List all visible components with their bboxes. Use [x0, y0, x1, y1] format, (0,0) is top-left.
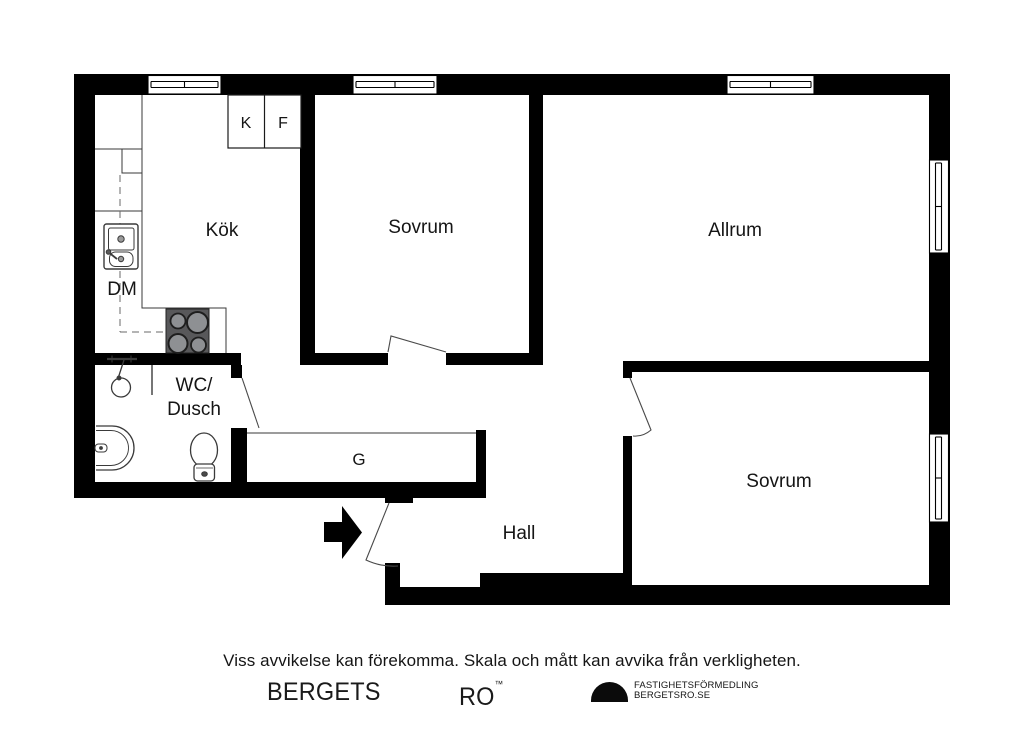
stove-burner [186, 311, 209, 334]
bathroom-fixtures [94, 355, 219, 482]
stove-burner [167, 333, 189, 354]
window-allrum-top [726, 74, 815, 95]
washbasin [94, 425, 135, 471]
window-bedroom2-right [928, 433, 950, 523]
trademark-symbol: ™ [494, 679, 504, 689]
stove-burner [190, 336, 207, 354]
wall-exterior-bottom-left [74, 482, 486, 498]
window-bedroom1 [352, 74, 438, 95]
stove-burner [169, 312, 187, 330]
wall-bedroom2-left [623, 436, 632, 587]
door-wc [241, 377, 260, 429]
window-allrum-right [928, 159, 950, 254]
room-label-garderob: G [352, 450, 365, 469]
wall-kitchen-bedroom1 [300, 95, 315, 365]
window-kitchen [147, 74, 222, 95]
agency-dome-icon [591, 682, 628, 702]
shower-fixture [107, 355, 137, 398]
windows [147, 74, 950, 523]
room-label-kok: Kök [206, 220, 239, 241]
wall-entry-jamb [385, 482, 413, 503]
wall-wardrobe-right [476, 430, 486, 490]
wall-wc-right [231, 428, 247, 482]
wall-wc-door-jamb [231, 365, 242, 378]
brand-ro-text: RO [459, 683, 495, 711]
wall-bedroom1-bottom-a [300, 353, 388, 365]
wall-bedroom2-top [623, 361, 929, 372]
wall-exterior-right [929, 74, 950, 605]
fridge-freezer-cabinet [227, 94, 302, 149]
door-entrance [365, 502, 399, 567]
wall-bedroom2-bottom [628, 585, 950, 605]
doors [241, 335, 652, 567]
room-label-wc-line1: WC/ [176, 375, 214, 396]
brand-wordmark-ro: RO™ [459, 680, 503, 710]
wall-exterior-left [74, 74, 95, 498]
brand-wordmark-bergets: BERGETS [267, 678, 381, 706]
kitchen-sink [103, 223, 139, 270]
toilet [189, 432, 219, 482]
room-label-sovrum-1: Sovrum [388, 217, 453, 238]
door-bedroom1 [387, 335, 447, 353]
room-label-sovrum-2: Sovrum [746, 471, 811, 492]
agency-logo-block: FASTIGHETSFÖRMEDLING BERGETSRO.SE [591, 681, 758, 702]
room-label-wc-line2: Dusch [167, 399, 221, 420]
wall-bedroom1-bottom-b [446, 353, 543, 365]
wall-bedroom2-door-jamb [623, 361, 632, 378]
disclaimer-text: Viss avvikelse kan förekomma. Skala och … [223, 651, 801, 670]
entrance-arrow-icon [324, 506, 362, 559]
room-label-allrum: Allrum [708, 220, 762, 241]
agency-website: BERGETSRO.SE [634, 689, 711, 701]
wall-hall-bottom-right [480, 573, 630, 605]
wall-hall-bottom-left [385, 587, 482, 605]
kitchen-counter [95, 95, 227, 353]
kitchen-fixtures [95, 94, 302, 354]
fridge-label: K [241, 115, 252, 132]
agency-name: FASTIGHETSFÖRMEDLING [634, 680, 759, 691]
room-label-hall: Hall [503, 523, 536, 544]
freezer-label: F [278, 115, 288, 132]
agency-text: FASTIGHETSFÖRMEDLING BERGETSRO.SE [634, 681, 758, 701]
door-bedroom2 [629, 377, 652, 437]
wall-bedroom1-allrum [529, 95, 543, 365]
dishwasher-label: DM [107, 279, 137, 300]
room-labels: Kök Sovrum Allrum WC/ Dusch G Hall Sovru… [107, 115, 812, 544]
stove [165, 308, 210, 354]
